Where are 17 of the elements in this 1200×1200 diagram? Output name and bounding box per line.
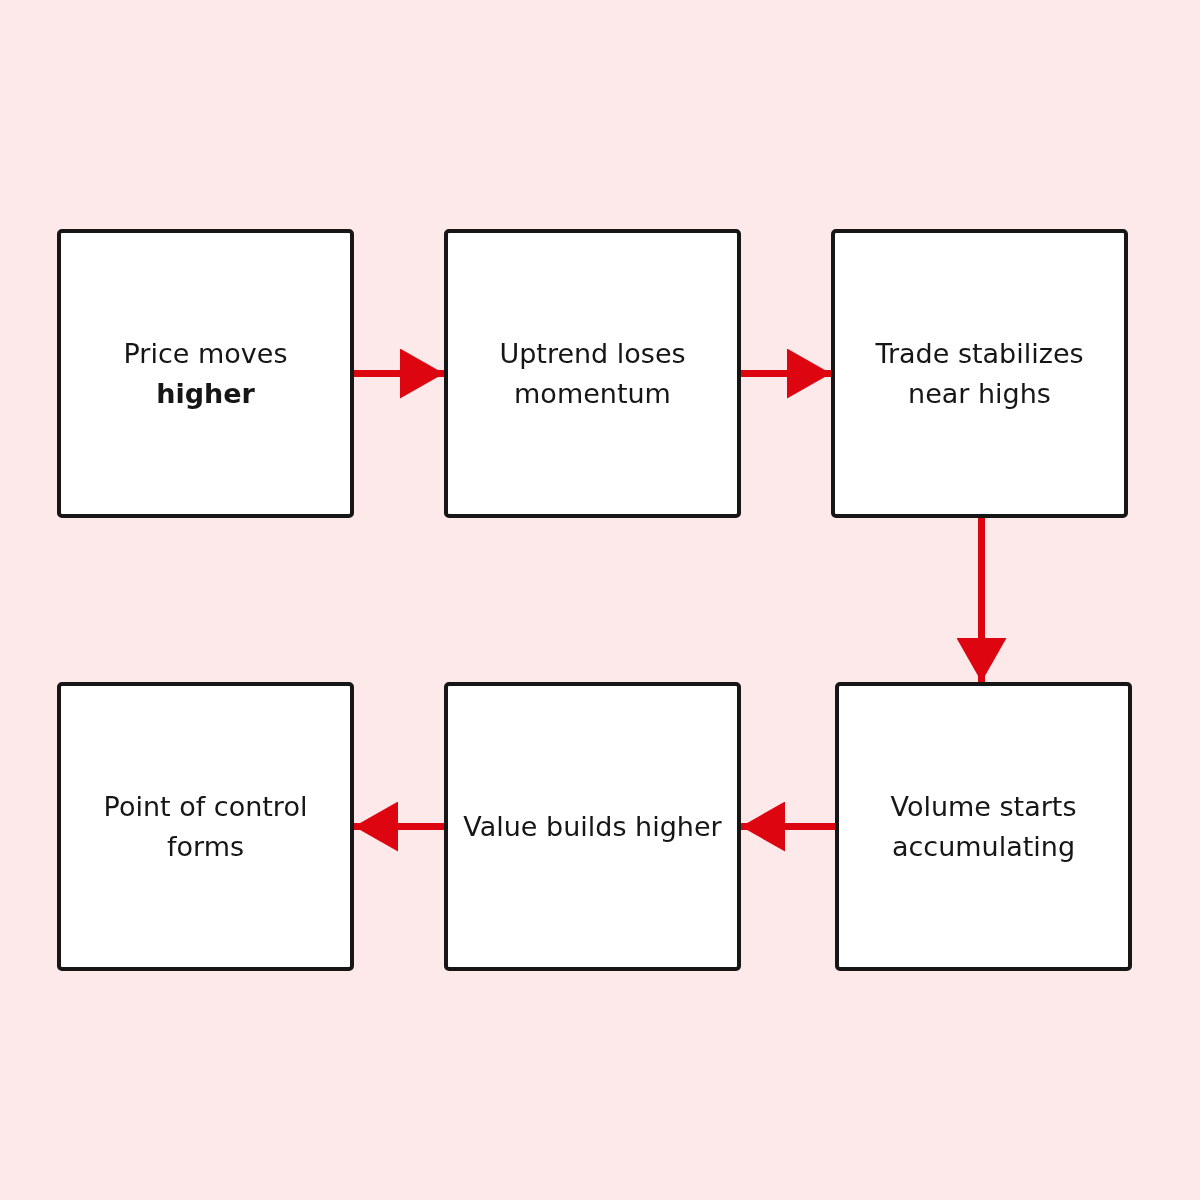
arrow — [354, 801, 444, 852]
box-text: Price moves higher — [122, 336, 289, 411]
arrow — [354, 348, 444, 399]
box-text: Volume starts accumulating — [889, 789, 1078, 864]
arrow — [956, 518, 1007, 682]
box-text: Point of control forms — [102, 789, 309, 864]
process-box — [835, 682, 1132, 971]
process-box — [831, 229, 1128, 518]
box-text: Trade stabilizes near highs — [874, 336, 1085, 411]
box-text: Value builds higher — [463, 809, 722, 844]
process-box — [444, 682, 741, 971]
arrow — [741, 801, 835, 852]
process-box — [444, 229, 741, 518]
process-box — [57, 229, 354, 518]
arrow — [741, 348, 831, 399]
process-box — [57, 682, 354, 971]
box-text: Uptrend loses momentum — [498, 336, 687, 411]
